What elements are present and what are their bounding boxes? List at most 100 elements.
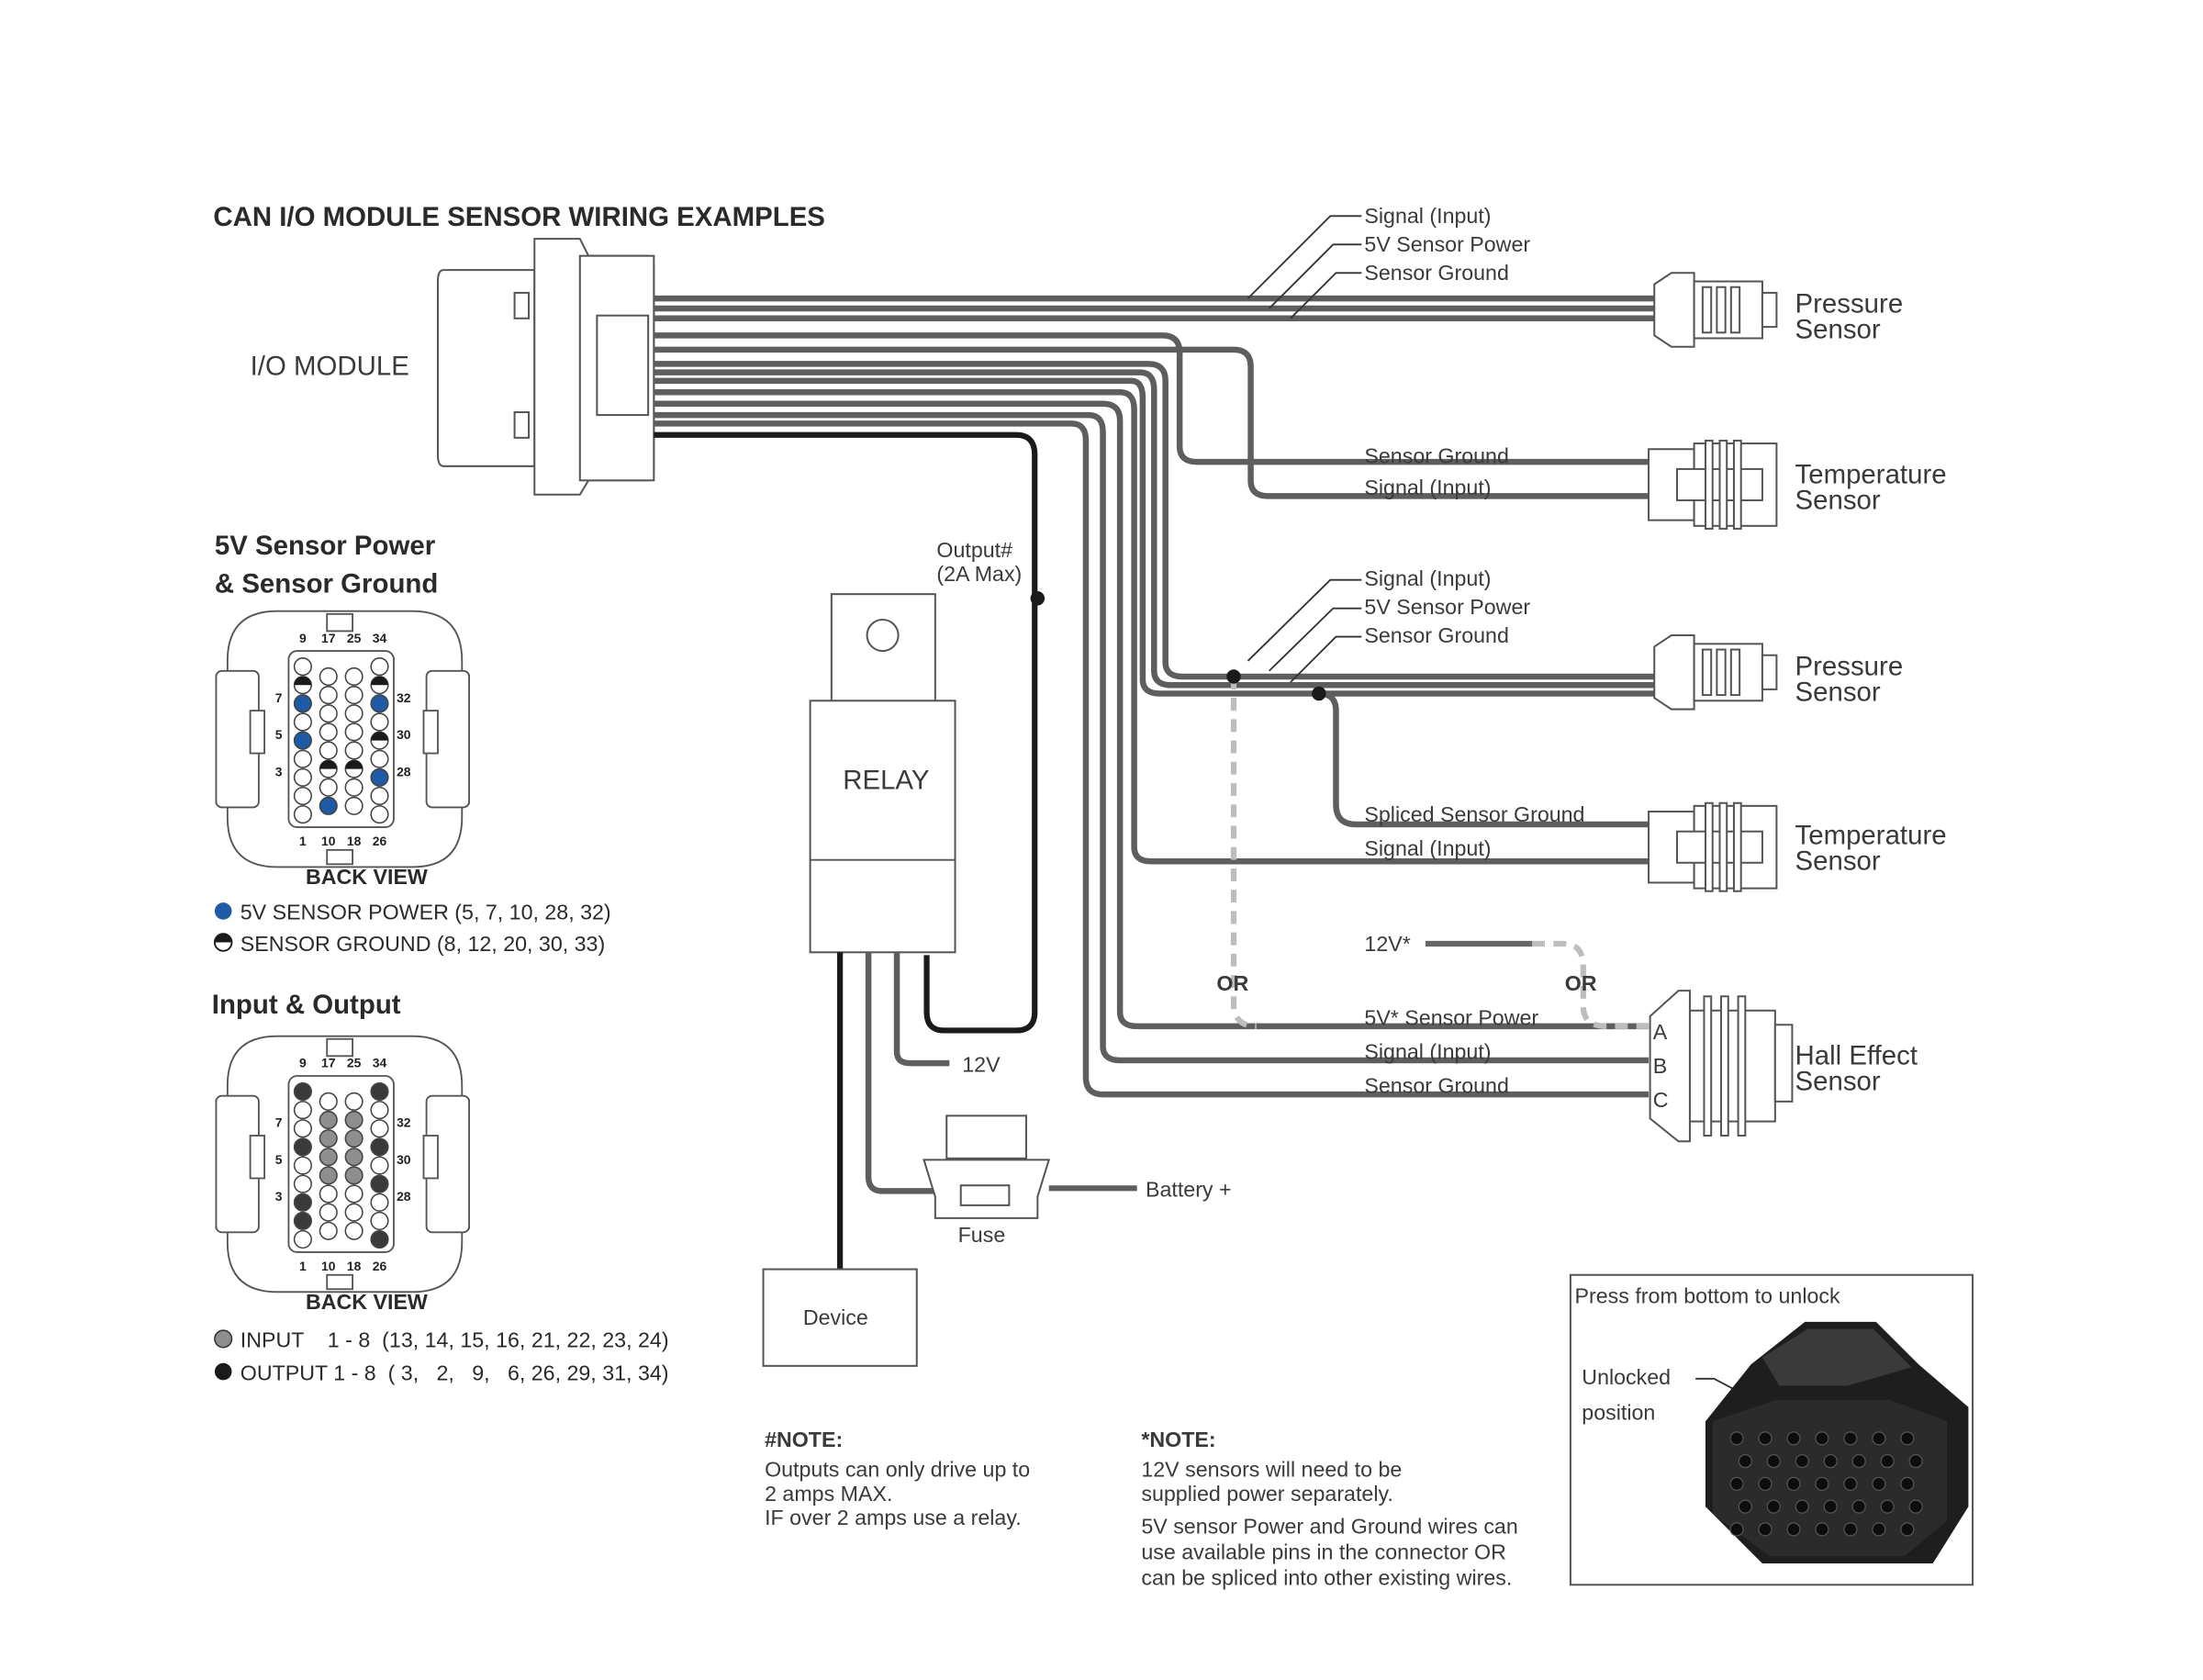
- connector-pin: [344, 666, 363, 687]
- pin-number-label: 26: [373, 834, 387, 848]
- connector-hole: [1823, 1499, 1838, 1514]
- label-5v-power: 5V Sensor Power: [1364, 595, 1530, 619]
- connector-pin: [344, 1129, 363, 1148]
- connector-pin: [319, 1092, 338, 1111]
- connector-pin: [293, 767, 312, 787]
- pin-number-label: 34: [373, 1056, 387, 1070]
- temperature-sensor-connector: [1648, 439, 1778, 530]
- pinout-heading: & Sensor Ground: [215, 569, 438, 599]
- connector-pin: [293, 1174, 312, 1193]
- 12v-label: 12V: [962, 1052, 1001, 1076]
- wire-leaders: [1247, 215, 1362, 683]
- pin-number-label: 7: [275, 1115, 283, 1130]
- label-or: OR: [1216, 971, 1248, 995]
- connector-pin-ground-half: [294, 676, 312, 686]
- connector-pin: [344, 1221, 363, 1240]
- sensor-name: Temperature: [1795, 821, 1947, 851]
- connector-pin: [344, 796, 363, 815]
- connector-pin: [319, 778, 338, 797]
- legend-label: SENSOR GROUND (8, 12, 20, 30, 33): [240, 932, 605, 956]
- connector-pin-ground-half: [371, 732, 388, 741]
- label-sensor-ground: Sensor Ground: [1364, 261, 1508, 285]
- output-label: Output#: [936, 538, 1012, 562]
- pin-number-label: 7: [275, 690, 283, 705]
- pin-number-label: 10: [321, 1259, 336, 1273]
- connector-hole: [1880, 1499, 1895, 1514]
- connector-pin: [370, 1119, 389, 1138]
- connector-hole: [1872, 1476, 1886, 1491]
- note-line: use available pins in the connector OR: [1141, 1540, 1506, 1563]
- relay: [809, 593, 956, 1270]
- connector-pin: [293, 1081, 312, 1102]
- connector-pin-ground-half: [345, 760, 363, 769]
- connector-pin: [293, 731, 312, 750]
- connector-pin: [293, 657, 312, 677]
- note-line: IF over 2 amps use a relay.: [765, 1506, 1022, 1529]
- connector-hole: [1843, 1431, 1858, 1446]
- connector-hole: [1851, 1453, 1866, 1469]
- pin-number-label: 5: [275, 727, 283, 742]
- sensor-name: Temperature: [1795, 459, 1947, 489]
- connector-pin: [319, 1221, 338, 1240]
- connector-hole: [1908, 1499, 1923, 1514]
- connector-hole: [1815, 1522, 1829, 1537]
- connector-pin: [319, 796, 338, 815]
- connector-pin: [293, 805, 312, 824]
- connector-pin: [344, 1110, 363, 1130]
- connector-pin: [293, 1193, 312, 1212]
- output-max-label: (2A Max): [936, 562, 1022, 586]
- connector-hole: [1729, 1476, 1744, 1491]
- label-12v-power: 12V*: [1364, 932, 1410, 956]
- device-label: Device: [803, 1305, 868, 1329]
- connector-pin: [319, 1148, 338, 1167]
- label-5v-power: 5V* Sensor Power: [1364, 1005, 1538, 1029]
- connector-pin: [293, 712, 312, 732]
- connector-hole: [1843, 1476, 1858, 1491]
- connector-hole: [1908, 1453, 1923, 1469]
- connector-pin: [370, 1081, 389, 1102]
- output-legend-icon: [214, 1362, 232, 1381]
- sensor-name: Sensor: [1795, 1066, 1881, 1096]
- connector-pin-ground-half: [371, 676, 388, 686]
- note-heading: *NOTE:: [1141, 1428, 1215, 1451]
- input-legend-icon: [214, 1329, 233, 1349]
- connector-pin: [319, 722, 338, 742]
- connector-pin: [319, 1110, 338, 1130]
- connector-hole: [1795, 1453, 1809, 1469]
- pin-number-label: 18: [347, 834, 362, 848]
- connector-pin: [319, 666, 338, 687]
- label-sensor-ground: Sensor Ground: [1364, 1074, 1508, 1098]
- connector-pin: [370, 1193, 389, 1212]
- connector-hole: [1900, 1522, 1915, 1537]
- connector-hole: [1786, 1522, 1801, 1537]
- label-signal-input: Signal (Input): [1364, 476, 1491, 499]
- pin-a-label: A: [1653, 1020, 1668, 1044]
- pressure-sensor-connector: [1653, 634, 1778, 711]
- connector-hole: [1795, 1499, 1809, 1514]
- connector-pin-ground-half: [319, 760, 338, 769]
- note-line: 2 amps MAX.: [765, 1482, 892, 1506]
- sensor-name: Sensor: [1795, 677, 1881, 707]
- connector-pin: [370, 1174, 389, 1193]
- pin-number-label: 32: [397, 1115, 411, 1130]
- connector-pin: [319, 686, 338, 705]
- sensor-name: Hall Effect: [1795, 1041, 1918, 1071]
- connector-pin: [344, 722, 363, 742]
- unlock-photo-panel: Press from bottom to unlock Unlocked pos…: [1569, 1273, 1974, 1586]
- connector-hole: [1758, 1431, 1772, 1446]
- connector-pin: [344, 1148, 363, 1167]
- back-view-label: BACK VIEW: [306, 865, 428, 889]
- pin-number-label: 17: [321, 631, 336, 645]
- pin-number-label: 25: [347, 1056, 362, 1070]
- note-line: 5V sensor Power and Ground wires can: [1141, 1515, 1517, 1539]
- pressure-sensor-connector: [1653, 272, 1778, 348]
- pinout-heading: Input & Output: [212, 990, 401, 1020]
- connector-pin: [344, 686, 363, 705]
- connector-pin: [344, 1184, 363, 1204]
- note-line: 12V sensors will need to be: [1141, 1458, 1402, 1482]
- note-line: supplied power separately.: [1141, 1482, 1393, 1506]
- label-or: OR: [1565, 971, 1597, 995]
- connector-pin: [319, 1129, 338, 1148]
- legend-label: 5V SENSOR POWER (5, 7, 10, 28, 32): [240, 901, 611, 924]
